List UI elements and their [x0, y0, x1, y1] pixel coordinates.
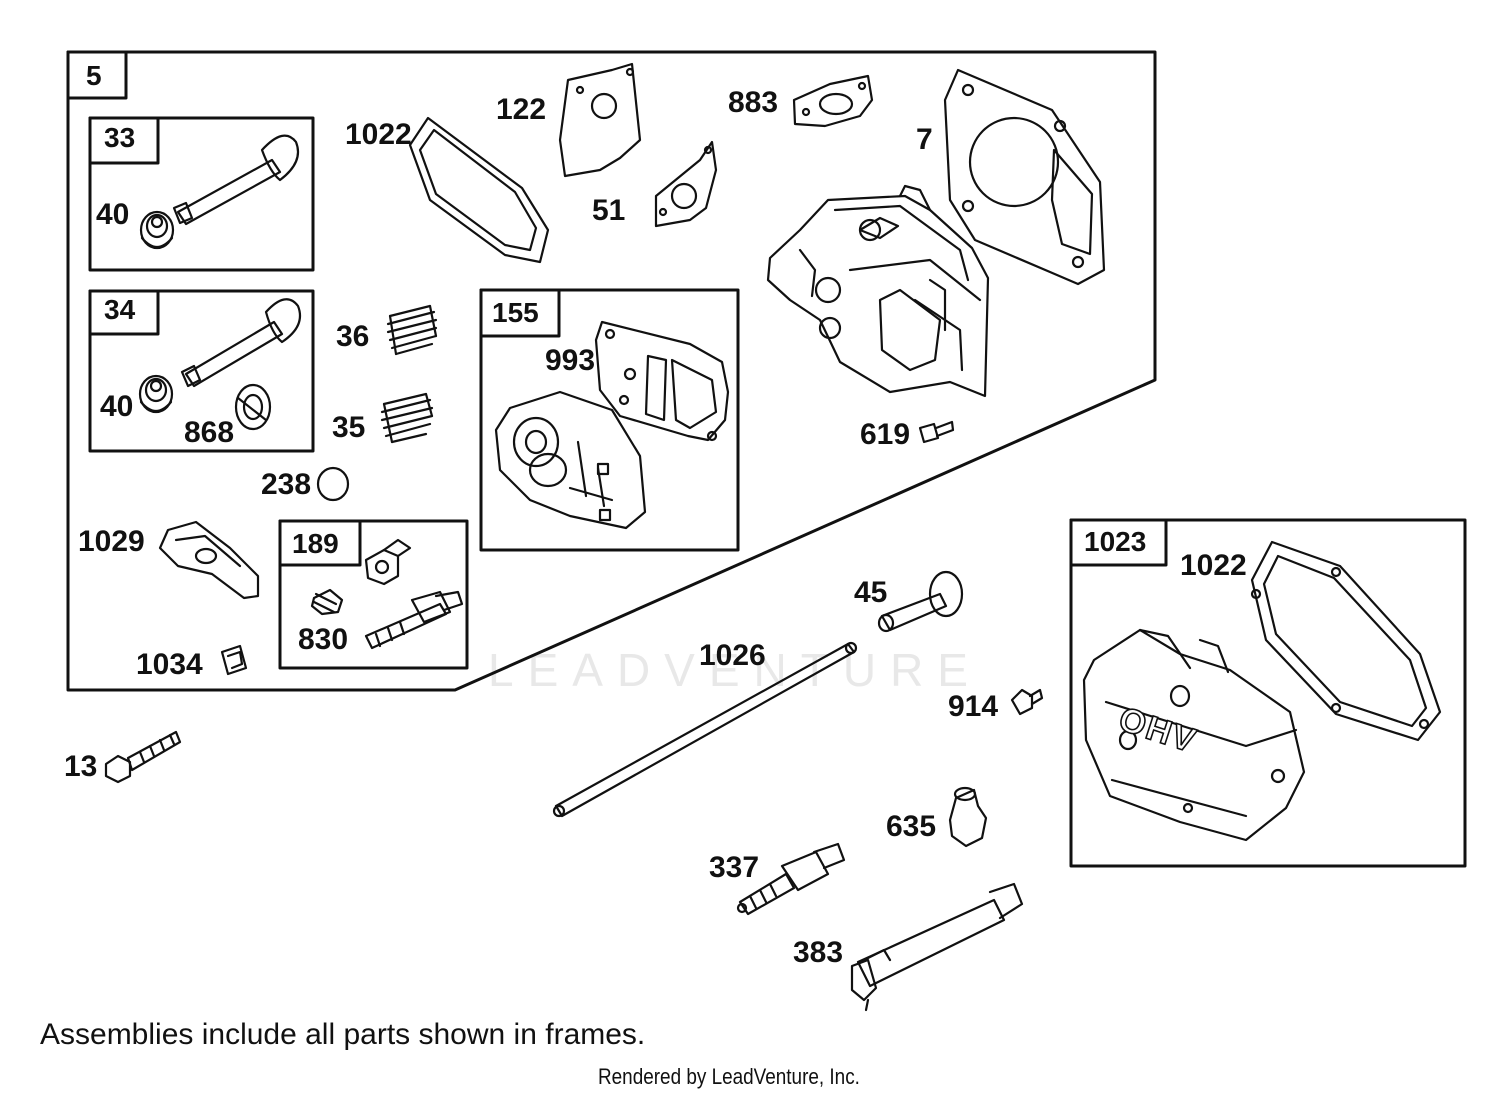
bolt-13-drawing	[104, 730, 182, 784]
part-label-40-intake: 40	[96, 198, 130, 231]
part-label-122: 122	[496, 93, 547, 126]
part-label-238: 238	[261, 468, 312, 501]
render-credit: Rendered by LeadVenture, Inc.	[598, 1064, 860, 1089]
part-label-1029: 1029	[78, 525, 145, 558]
part-label-13: 13	[64, 750, 98, 783]
cap-238-drawing	[316, 466, 350, 502]
frame-189-tag	[278, 519, 362, 567]
part-label-51: 51	[592, 194, 626, 227]
part-label-337: 337	[709, 851, 760, 884]
frame-1023-tag	[1069, 518, 1168, 567]
part-label-40-exhaust: 40	[100, 390, 134, 423]
retainer-40-drawing	[139, 210, 175, 250]
part-label-35: 35	[332, 411, 366, 444]
tappet-45-drawing	[877, 570, 964, 633]
part-label-883: 883	[728, 86, 779, 119]
frame-189-label: 189	[292, 528, 339, 559]
watermark: LEADVENTURE	[488, 644, 982, 696]
frame-33-border	[88, 116, 315, 272]
part-label-868: 868	[184, 416, 235, 449]
part-label-914: 914	[948, 690, 999, 723]
exhaust-valve-drawing	[180, 298, 302, 388]
part-label-36: 36	[336, 320, 370, 353]
part-label-635: 635	[886, 810, 937, 843]
part-label-7: 7	[916, 123, 933, 156]
part-label-45: 45	[854, 576, 888, 609]
head-gasket-7-drawing	[943, 68, 1106, 286]
cylinder-head-drawing	[766, 184, 990, 398]
part-label-383: 383	[793, 936, 844, 969]
frame-34-label: 34	[104, 294, 136, 325]
frame-34-border	[88, 289, 315, 453]
insulator-122-drawing	[558, 62, 642, 178]
frame-33-label: 33	[104, 122, 136, 153]
gasket-1022-drawing	[408, 116, 550, 264]
part-label-1034: 1034	[136, 648, 203, 681]
stud-830-drawing	[364, 590, 464, 650]
spring-35-drawing	[380, 392, 434, 444]
part-label-830: 830	[298, 623, 349, 656]
frame-5-label: 5	[86, 60, 102, 91]
gasket-993-drawing	[594, 320, 730, 442]
frame-189-border	[278, 519, 469, 670]
seal-868-drawing	[234, 383, 272, 431]
part-label-993: 993	[545, 344, 596, 377]
frame-1023-label: 1023	[1084, 526, 1147, 557]
rocker-arm-1029-drawing	[158, 520, 260, 600]
assembly-note: Assemblies include all parts shown in fr…	[40, 1018, 646, 1051]
frame-5-tag	[66, 50, 128, 100]
frame-155-tag	[479, 288, 561, 338]
screw-914-drawing	[1010, 688, 1044, 716]
frame-5-border	[66, 50, 1157, 692]
part-label-1026: 1026	[699, 639, 766, 672]
intake-valve-drawing	[172, 134, 300, 226]
push-rod-1026-drawing	[552, 641, 858, 818]
gasket-1022b-drawing	[1250, 540, 1442, 742]
spark-plug-337-drawing	[736, 842, 846, 916]
frame-34-tag	[88, 289, 160, 336]
rocker-cover-drawing	[1082, 628, 1306, 842]
breather-plate-drawing	[494, 390, 647, 530]
part-label-619: 619	[860, 418, 911, 451]
frame-33-tag	[88, 116, 160, 165]
tool-383-drawing	[850, 882, 1024, 1012]
boot-635-drawing	[948, 786, 988, 848]
frame-155-label: 155	[492, 297, 539, 328]
spring-36-drawing	[386, 304, 438, 356]
gasket-883-drawing	[792, 74, 874, 128]
bolt-619-drawing	[918, 420, 955, 444]
gasket-51-drawing	[654, 140, 718, 228]
part-label-1022-cover: 1022	[1180, 549, 1247, 582]
guide-1034-drawing	[220, 644, 248, 676]
frame-1023-border	[1069, 518, 1467, 868]
part-label-1022-upper: 1022	[345, 118, 412, 151]
frame-155-border	[479, 288, 740, 552]
pivot-drawing	[310, 588, 344, 616]
retainer-40b-drawing	[138, 374, 174, 414]
nut-drawing	[364, 538, 412, 586]
